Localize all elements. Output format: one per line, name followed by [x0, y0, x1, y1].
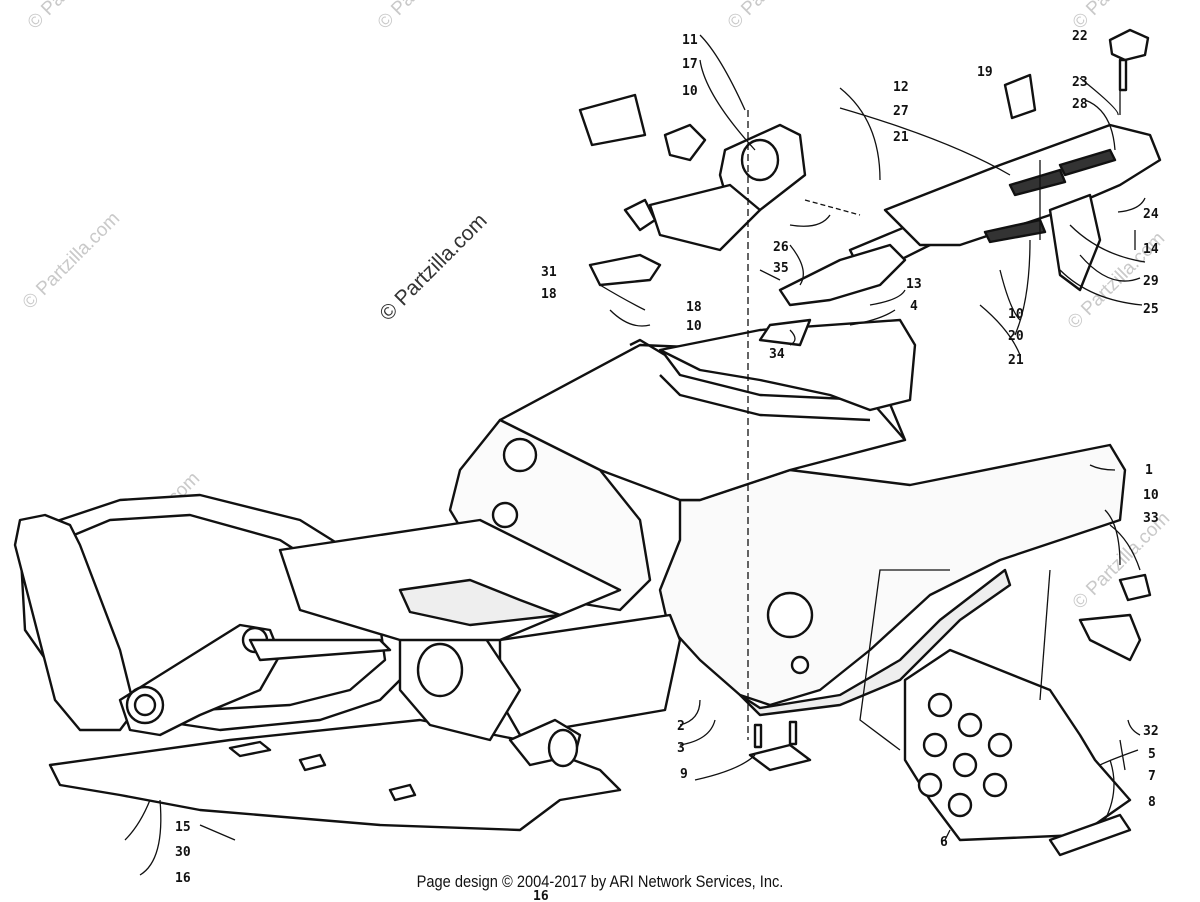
callout-label: 15 — [175, 820, 191, 835]
callout-label: 30 — [175, 845, 191, 860]
callout-label: 3 — [677, 741, 685, 756]
callout-label: 21 — [893, 130, 909, 145]
callout-label: 17 — [682, 57, 698, 72]
callout-labels: 1 2 3 4 5 6 7 8 9 10 10 10 10 11 12 13 1… — [175, 29, 1159, 902]
callout-label: 4 — [910, 299, 918, 314]
watermark-text: © Partzilla.com — [375, 209, 491, 325]
watermark-text: © Partzilla.com — [724, 0, 829, 34]
callout-label: 5 — [1148, 747, 1156, 762]
callout-label: 20 — [1008, 329, 1024, 344]
callout-label: 16 — [175, 871, 191, 886]
callout-label: 27 — [893, 104, 909, 119]
callout-label: 22 — [1072, 29, 1088, 44]
callout-label: 12 — [893, 80, 909, 95]
callout-label: 31 — [541, 265, 557, 280]
callout-label: 32 — [1143, 724, 1159, 739]
callout-label: 1 — [1145, 463, 1153, 478]
callout-label: 33 — [1143, 511, 1159, 526]
watermark-text: © Partzilla.com — [24, 0, 129, 34]
callout-label: 6 — [940, 835, 948, 850]
callout-label: 8 — [1148, 795, 1156, 810]
callout-label: 26 — [773, 240, 789, 255]
callout-label: 14 — [1143, 242, 1159, 257]
callout-label: 29 — [1143, 274, 1159, 289]
watermark-text: © Partzilla.com — [374, 0, 479, 34]
callout-label: 10 — [1008, 307, 1024, 322]
frame-illustration — [13, 28, 1162, 857]
callout-label: 10 — [682, 84, 698, 99]
copyright-footer: Page design © 2004-2017 by ARI Network S… — [416, 872, 784, 891]
callout-label: 2 — [677, 719, 685, 734]
watermark-text: © Partzilla.com — [19, 208, 124, 313]
callout-label: 11 — [682, 33, 698, 48]
callout-label: 18 — [541, 287, 557, 302]
callout-label: 10 — [686, 319, 702, 334]
leader-lines — [124, 34, 1146, 876]
callout-label: 7 — [1148, 769, 1156, 784]
callout-label: 35 — [773, 261, 789, 276]
callout-label: 28 — [1072, 97, 1088, 112]
callout-label: 23 — [1072, 75, 1088, 90]
callout-label: 16 — [533, 889, 549, 902]
callout-label: 25 — [1143, 302, 1159, 317]
callout-label: 19 — [977, 65, 993, 80]
callout-label: 24 — [1143, 207, 1159, 222]
callout-label: 34 — [769, 347, 785, 362]
callout-label: 13 — [906, 277, 922, 292]
callout-label: 10 — [1143, 488, 1159, 503]
callout-label: 18 — [686, 300, 702, 315]
callout-label: 21 — [1008, 353, 1024, 368]
callout-label: 9 — [680, 767, 688, 782]
